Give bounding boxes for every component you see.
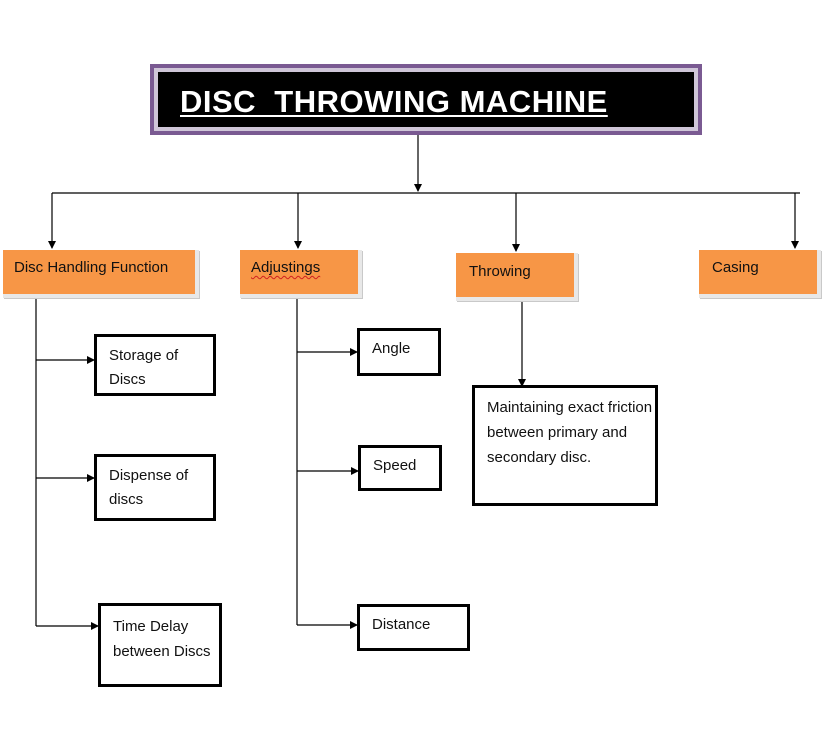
item-dispense: Dispense of discs	[94, 454, 216, 521]
item-time-delay-label: Time Delay between Discs	[113, 618, 211, 660]
category-casing: Casing	[699, 250, 821, 298]
diagram-title: DISC THROWING MACHINE	[180, 84, 608, 119]
item-dispense-label: Dispense of discs	[109, 467, 189, 508]
category-casing-label: Casing	[712, 259, 759, 276]
category-adjustings-label: Adjustings	[251, 259, 321, 276]
item-speed: Speed	[358, 445, 442, 491]
category-disc-handling: Disc Handling Function	[3, 250, 199, 298]
category-throwing: Throwing	[456, 253, 578, 301]
title-box: DISC THROWING MACHINE	[150, 64, 702, 135]
category-adjustings: Adjustings	[240, 250, 362, 298]
category-disc-handling-label: Disc Handling Function	[14, 259, 169, 276]
item-friction: Maintaining exact friction between prima…	[472, 385, 658, 506]
item-angle-label: Angle	[372, 340, 411, 357]
item-storage: Storage of Discs	[94, 334, 216, 396]
item-angle: Angle	[357, 328, 441, 376]
item-speed-label: Speed	[373, 457, 417, 474]
item-storage-label: Storage of Discs	[109, 347, 179, 388]
item-distance-label: Distance	[372, 616, 431, 633]
category-throwing-label: Throwing	[469, 263, 531, 280]
item-distance: Distance	[357, 604, 470, 651]
item-time-delay: Time Delay between Discs	[98, 603, 222, 687]
item-friction-label: Maintaining exact friction between prima…	[487, 399, 653, 466]
